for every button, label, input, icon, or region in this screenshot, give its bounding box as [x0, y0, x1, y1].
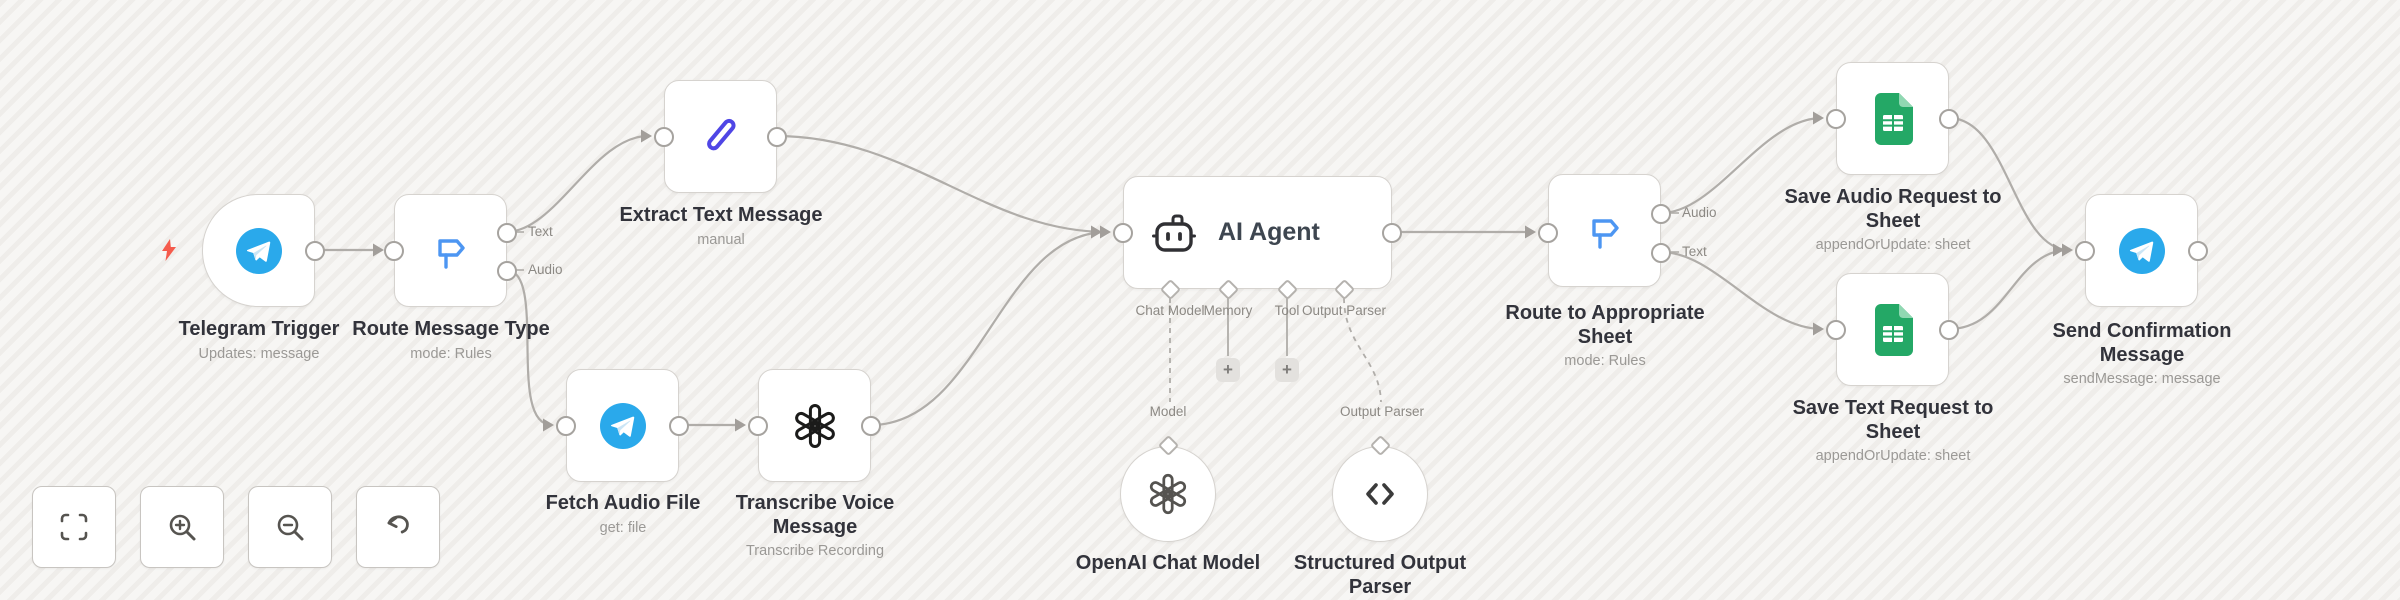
node-label: Send Confirmation Message sendMessage: m…	[2052, 320, 2232, 388]
node-label: Structured Output Parser	[1293, 552, 1467, 598]
node-save-audio-request[interactable]	[1826, 62, 1959, 175]
node-transcribe-voice-message[interactable]	[748, 369, 881, 482]
node-openai-chat-model[interactable]	[1120, 434, 1216, 542]
input-port[interactable]	[2075, 241, 2095, 261]
input-port[interactable]	[384, 241, 404, 261]
output-port[interactable]	[2188, 241, 2208, 261]
output-port[interactable]	[1382, 223, 1402, 243]
output-port[interactable]	[767, 127, 787, 147]
telegram-icon	[599, 402, 646, 449]
output-port-audio[interactable]	[1651, 204, 1671, 224]
add-tool-button[interactable]: +	[1275, 358, 1299, 382]
output-label: Audio	[528, 262, 563, 277]
sub-node-port-label: Output Parser	[1339, 404, 1425, 419]
node-label: OpenAI Chat Model	[1075, 552, 1261, 574]
edge-router2-audio-to-saveaudio	[1660, 116, 1823, 215]
input-port[interactable]	[1113, 223, 1133, 243]
node-extract-text-message[interactable]	[654, 80, 787, 193]
connector-label: Memory	[1203, 303, 1253, 318]
edge-router2-text-to-savetext	[1660, 250, 1823, 331]
edge-extract-to-agent	[775, 134, 1108, 234]
zoom-out-icon	[277, 514, 304, 541]
node-label: Save Text Request to Sheet appendOrUpdat…	[1792, 397, 1994, 465]
zoom-in-button[interactable]	[140, 486, 224, 568]
zoom-in-icon	[169, 514, 196, 541]
node-label: Route Message Type mode: Rules	[352, 318, 550, 362]
input-port[interactable]	[748, 416, 768, 436]
edge-arrowheads	[373, 111, 2073, 432]
input-port[interactable]	[1826, 320, 1846, 340]
openai-icon	[1148, 473, 1188, 515]
node-telegram-trigger[interactable]	[202, 194, 325, 307]
add-memory-button[interactable]: +	[1216, 358, 1240, 382]
node-route-to-appropriate-sheet[interactable]	[1538, 174, 1671, 287]
signpost-icon	[1591, 218, 1619, 249]
node-save-text-request[interactable]	[1826, 273, 1959, 386]
input-port[interactable]	[654, 127, 674, 147]
edge-agent-to-outputparser	[1343, 297, 1382, 403]
output-port[interactable]	[1939, 109, 1959, 129]
ai-agent-title: AI Agent	[1218, 218, 1320, 246]
zoom-out-button[interactable]	[248, 486, 332, 568]
edge-router-text-to-extract	[505, 134, 649, 234]
telegram-icon	[235, 227, 282, 274]
code-icon	[1366, 483, 1394, 505]
fit-view-icon	[60, 513, 88, 541]
node-structured-output-parser[interactable]	[1332, 434, 1428, 542]
google-sheets-icon	[1873, 92, 1913, 145]
output-port[interactable]	[305, 241, 325, 261]
node-label: Fetch Audio File get: file	[545, 492, 701, 536]
pen-icon	[706, 118, 736, 150]
node-label: Transcribe Voice Message Transcribe Reco…	[735, 492, 895, 560]
output-label: Text	[528, 224, 553, 239]
node-label: Telegram Trigger Updates: message	[178, 318, 340, 362]
undo-button[interactable]	[356, 486, 440, 568]
node-send-confirmation-message[interactable]	[2075, 194, 2208, 307]
output-port[interactable]	[861, 416, 881, 436]
input-port[interactable]	[1538, 223, 1558, 243]
edge-savetext-to-send	[1948, 248, 2070, 331]
google-sheets-icon	[1873, 303, 1913, 356]
node-label: Route to Appropriate Sheet mode: Rules	[1505, 302, 1705, 370]
telegram-icon	[2118, 227, 2165, 274]
edge-saveaudio-to-send	[1948, 116, 2070, 252]
output-port-audio[interactable]	[497, 261, 517, 281]
robot-icon	[1152, 214, 1196, 252]
connector-label: Chat Model	[1135, 303, 1205, 318]
output-port-text[interactable]	[497, 223, 517, 243]
trigger-bolt-icon	[162, 239, 176, 261]
output-port-text[interactable]	[1651, 243, 1671, 263]
output-label: Text	[1682, 244, 1707, 259]
node-route-message-type[interactable]	[384, 194, 517, 307]
sub-node-port-label: Model	[1149, 404, 1187, 419]
edge-router-audio-to-fetch	[505, 268, 553, 427]
node-ai-agent[interactable]: AI Agent	[1113, 176, 1402, 301]
node-label: Extract Text Message manual	[619, 204, 823, 248]
fit-view-button[interactable]	[32, 486, 116, 568]
output-label: Audio	[1682, 205, 1717, 220]
connector-label: Tool	[1274, 303, 1300, 318]
output-port[interactable]	[669, 416, 689, 436]
openai-icon	[792, 403, 837, 448]
connector-label: Output Parser	[1301, 303, 1387, 318]
signpost-icon	[437, 238, 465, 269]
node-fetch-audio-file[interactable]	[556, 369, 689, 482]
undo-icon	[387, 515, 409, 534]
output-port[interactable]	[1939, 320, 1959, 340]
input-port[interactable]	[556, 416, 576, 436]
node-label: Save Audio Request to Sheet appendOrUpda…	[1784, 186, 2002, 254]
input-port[interactable]	[1826, 109, 1846, 129]
edge-transcribe-to-agent	[870, 230, 1108, 427]
